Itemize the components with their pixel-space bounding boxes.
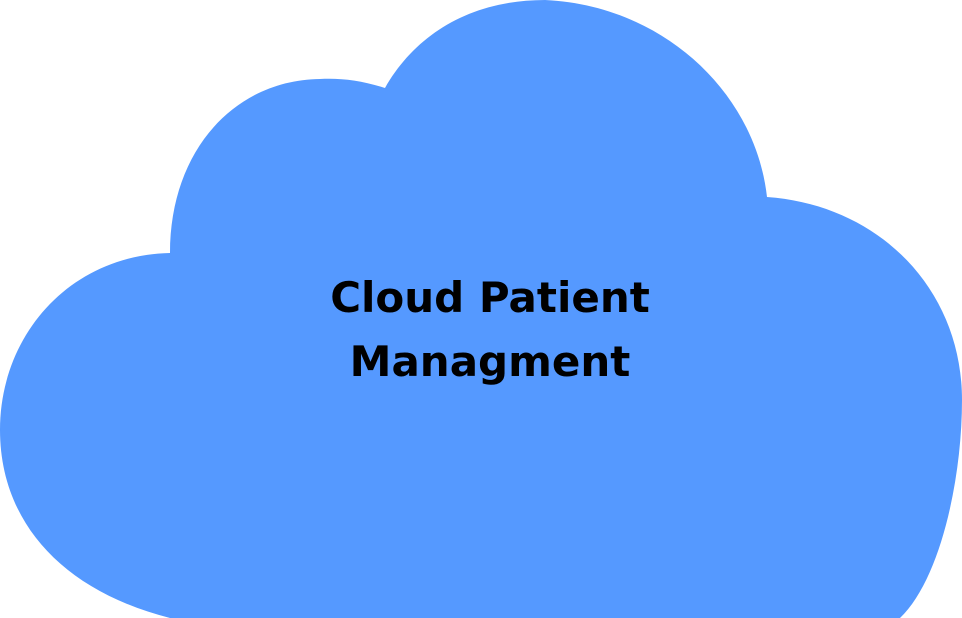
cloud-label-line-1: Cloud Patient <box>330 273 650 322</box>
cloud-label-line-2: Managment <box>349 337 631 386</box>
cloud-label: Cloud Patient Managment <box>0 266 962 394</box>
